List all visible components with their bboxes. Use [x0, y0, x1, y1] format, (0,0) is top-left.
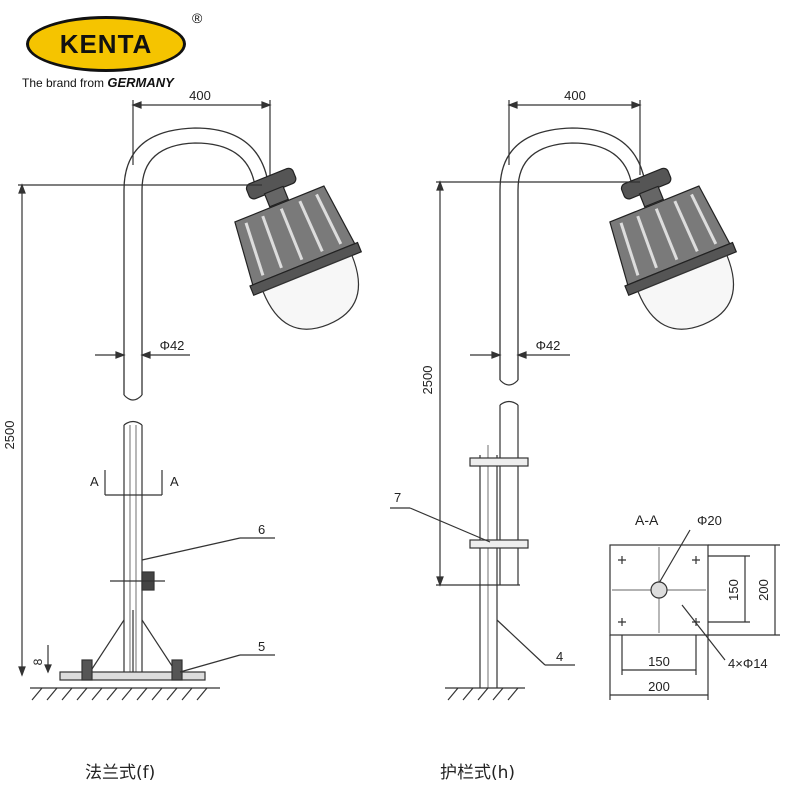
left-lamp-globe: [262, 254, 360, 330]
right-pole-hook-inner: [517, 142, 633, 380]
left-dim-arm: 400: [189, 88, 211, 103]
section-center-hole: [650, 581, 668, 599]
right-pole-hook: [499, 127, 646, 380]
right-dim-arm: 400: [564, 88, 586, 103]
tagline-prefix: The brand from: [22, 76, 105, 90]
tagline-country: GERMANY: [107, 75, 174, 90]
right-lamp: [609, 167, 738, 330]
right-lamp-globe: [637, 254, 735, 330]
left-break-top: [123, 394, 143, 401]
left-base-plate: [59, 671, 206, 681]
left-view: 400 2500 Φ42 A A 6: [2, 88, 363, 701]
left-label-5: 5: [258, 639, 265, 654]
logo-brand: KENTA: [59, 28, 153, 59]
section-holes-label: 4×Φ14: [728, 656, 768, 671]
right-label-7: 7: [394, 490, 401, 505]
section-aa-view: A-A Φ20 150 200 150 200 4×Φ14: [609, 512, 780, 700]
logo-tagline: The brand from GERMANY: [22, 75, 174, 90]
left-pole-hook-inner: [141, 142, 256, 395]
left-break-bottom: [123, 420, 143, 426]
right-label-4: 4: [556, 649, 563, 664]
right-view: 400 2500 Φ42 7 4: [390, 88, 738, 701]
right-dim-height: 2500: [420, 366, 435, 395]
caption-guardrail-type: 护栏式(h): [440, 763, 516, 783]
section-dim-inner-v: 150: [726, 579, 741, 601]
section-dim-outer-v: 200: [756, 579, 771, 601]
left-dim-diameter: Φ42: [160, 338, 185, 353]
kenta-logo: KENTA ® The brand from GERMANY: [20, 8, 203, 98]
section-dim-inner-h: 150: [648, 654, 670, 669]
left-dim-base: 8: [31, 658, 45, 665]
left-pole-hook: [123, 127, 269, 395]
right-clamp-top: [469, 457, 529, 467]
section-dim-outer-h: 200: [648, 679, 670, 694]
left-section-marker-right: A: [170, 474, 179, 489]
left-dim-height: 2500: [2, 421, 17, 450]
left-lamp-neck: [263, 185, 290, 208]
left-label-6: 6: [258, 522, 265, 537]
right-break-bottom: [499, 400, 519, 406]
left-lamp: [234, 167, 363, 330]
right-break-top: [499, 379, 519, 386]
right-clamp-bottom: [469, 539, 529, 549]
caption-flange-type: 法兰式(f): [85, 763, 156, 783]
registered-mark: ®: [192, 10, 203, 26]
right-dim-diameter: Φ42: [536, 338, 561, 353]
section-hole-center: Φ20: [697, 513, 722, 528]
section-title: A-A: [635, 512, 659, 528]
logo-oval: [26, 16, 186, 72]
left-section-marker-left: A: [90, 474, 99, 489]
section-plate: [609, 544, 709, 636]
